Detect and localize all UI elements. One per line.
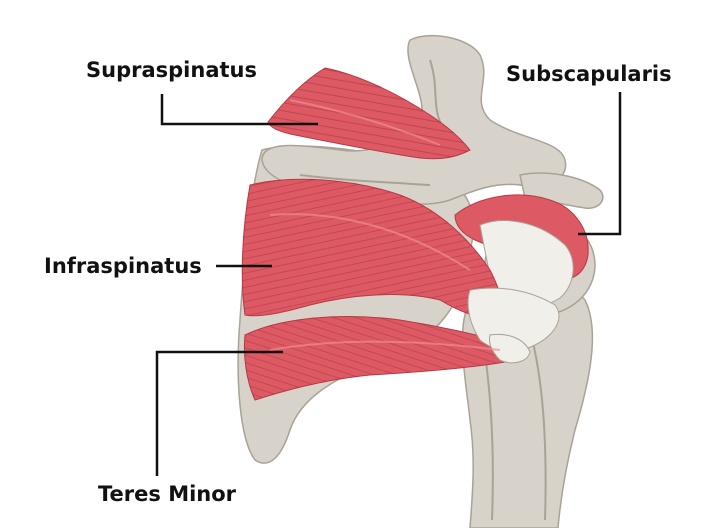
bone-shading	[299, 59, 547, 521]
label-subscapularis: Subscapularis	[506, 62, 672, 86]
label-teres-minor: Teres Minor	[98, 482, 237, 506]
muscle-highlights	[269, 99, 501, 351]
teres-minor-leader-line	[155, 350, 283, 476]
supraspinatus-leader-line	[160, 94, 318, 126]
subscapularis-leader-line	[578, 92, 622, 236]
label-infraspinatus: Infraspinatus	[44, 254, 202, 278]
label-supraspinatus: Supraspinatus	[86, 58, 257, 82]
